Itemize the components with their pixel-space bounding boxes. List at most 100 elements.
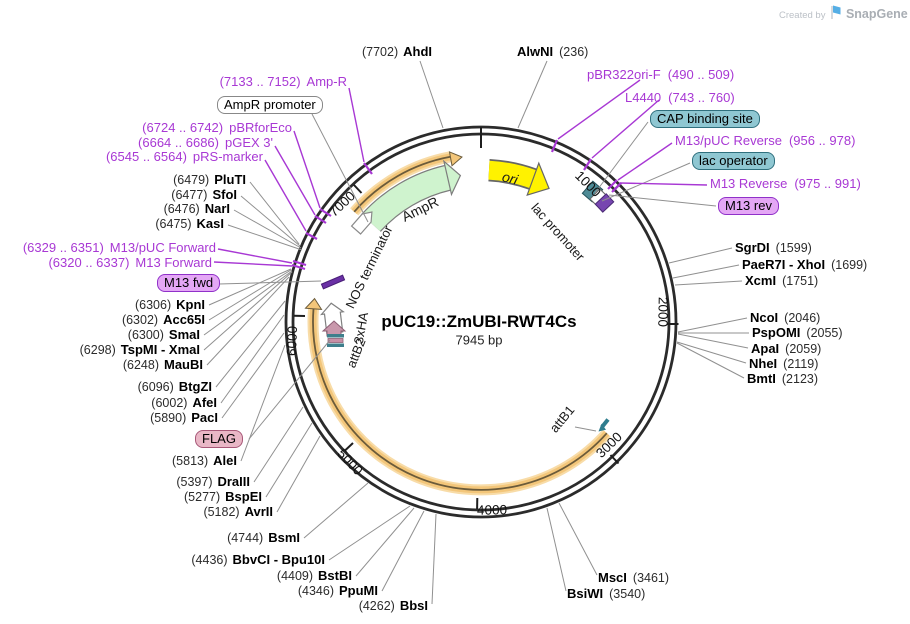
enzyme-label-sgrdi: SgrDI(1599) xyxy=(735,240,812,255)
primer-tick xyxy=(550,139,559,153)
leader-line xyxy=(677,317,748,333)
primer-label-pgex3: (6664 .. 6686)pGEX 3' xyxy=(138,135,273,150)
flag-box-label: FLAG xyxy=(195,430,243,448)
scale-label-6000: 6000 xyxy=(283,325,301,357)
flag-feature xyxy=(327,338,344,343)
primer-label-l4440: L4440(743 .. 760) xyxy=(625,90,735,105)
enzyme-label-bsmi: (4744)BsmI xyxy=(227,530,300,545)
primer-ticks xyxy=(291,139,622,271)
orf-arc-ampr xyxy=(350,151,463,216)
enzyme-label-pspomi: PspOMI(2055) xyxy=(752,325,843,340)
primer-tick xyxy=(291,263,306,271)
enzyme-label-paer7i-xhoi: PaeR7I - XhoI(1699) xyxy=(742,257,868,272)
enzyme-label-nari: (6476)NarI xyxy=(163,201,230,216)
leader-line xyxy=(233,209,302,249)
leader-line xyxy=(215,300,286,388)
enzyme-label-alwni: AlwNI(236) xyxy=(517,44,589,59)
primer-leader-line xyxy=(264,159,307,232)
enzyme-label-nhei: NheI(2119) xyxy=(749,356,819,371)
primer-tick xyxy=(611,182,622,193)
primer-leader-line xyxy=(619,182,708,186)
primer-tick xyxy=(305,232,318,240)
leader-line xyxy=(248,339,331,440)
ampr-gene-arrow xyxy=(361,159,462,233)
leader-line xyxy=(276,435,321,513)
orf-arc-main xyxy=(304,297,611,496)
primer-leader-line xyxy=(591,99,660,159)
leader-line xyxy=(419,60,444,129)
leader-line xyxy=(203,271,293,351)
enzyme-label-bbsi: (4262)BbsI xyxy=(358,598,428,613)
primer-tick xyxy=(314,215,327,224)
scale-label-4000: 4000 xyxy=(476,502,508,518)
primer-tick xyxy=(292,259,307,267)
enzyme-label-ppumi: (4346)PpuMI xyxy=(297,583,378,598)
leader-lines xyxy=(203,60,749,605)
m13-fwd-box-label: M13 fwd xyxy=(157,274,221,292)
leader-line xyxy=(220,314,285,404)
primer-label-prs-marker: (6545 .. 6564)pRS-marker xyxy=(105,149,263,164)
enzyme-label-bstbi: (4409)BstBI xyxy=(276,568,352,583)
enzyme-label-alei: (5813)AleI xyxy=(172,453,237,468)
primer-label-pbrforeco: (6724 .. 6742)pBRforEco xyxy=(142,120,292,135)
watermark: Created by SnapGene xyxy=(779,5,908,23)
enzyme-label-avrii: (5182)AvrII xyxy=(203,504,273,519)
ampr-promoter-box-label: AmpR promoter xyxy=(217,96,323,114)
primer-leader-line xyxy=(293,130,321,209)
enzyme-label-bmti: BmtI(2123) xyxy=(747,371,819,386)
leader-line xyxy=(594,121,649,194)
scale-label-2000: 2000 xyxy=(655,296,671,328)
primer-leader-lines xyxy=(213,79,708,267)
enzyme-label-xcmi: XcmI(1751) xyxy=(745,273,819,288)
leader-line xyxy=(265,422,313,498)
enzyme-label-paci: (5890)PacI xyxy=(150,410,218,425)
leader-line xyxy=(240,195,301,247)
leader-line xyxy=(674,280,743,286)
leader-line xyxy=(574,426,597,432)
scale-tick xyxy=(344,442,354,452)
created-by-text: Created by xyxy=(779,10,826,21)
enzyme-label-apai: ApaI(2059) xyxy=(751,341,822,356)
enzyme-label-pluti: (6479)PluTI xyxy=(173,172,246,187)
leader-line xyxy=(208,268,292,306)
orf-arrowhead xyxy=(448,151,463,167)
snapgene-logo-icon xyxy=(831,5,841,19)
leader-line xyxy=(668,247,733,264)
primer-leader-line xyxy=(217,248,293,264)
leader-line xyxy=(517,60,548,129)
leader-line xyxy=(431,513,437,605)
leader-line xyxy=(558,502,598,576)
enzyme-label-acc65i: (6302)Acc65I xyxy=(121,312,205,327)
leader-line xyxy=(303,482,369,539)
leader-line xyxy=(676,342,745,379)
enzyme-label-maubi: (6248)MauBI xyxy=(122,357,203,372)
ori-arrowhead xyxy=(526,161,550,197)
leader-line xyxy=(203,270,293,336)
primer-label-m13-reverse: M13 Reverse(975 .. 991) xyxy=(710,176,861,191)
leader-line xyxy=(240,344,286,462)
enzyme-label-ahdi: (7702)AhdI xyxy=(361,44,432,59)
enzyme-label-bspei: (5277)BspEI xyxy=(184,489,262,504)
primer-tick xyxy=(319,208,332,217)
primer-label-m13-puc-forward: (6329 .. 6351)M13/pUC Forward xyxy=(22,240,216,255)
primer-leader-line xyxy=(274,145,316,216)
enzyme-label-smai: (6300)SmaI xyxy=(127,327,200,342)
enzyme-label-draiii: (5397)DraIII xyxy=(176,474,250,489)
leader-line xyxy=(221,332,285,419)
ampr-arrowhead xyxy=(442,159,462,197)
plasmid-length: 7945 bp xyxy=(455,332,503,348)
primer-leader-line xyxy=(213,261,293,267)
leader-line xyxy=(208,269,292,321)
enzyme-label-bbvci-bpu10i: (4436)BbvCI - Bpu10I xyxy=(191,552,325,567)
primer-label-amp-r: (7133 .. 7152)Amp-R xyxy=(219,74,347,89)
leader-line xyxy=(608,194,717,207)
enzyme-label-ncoi: NcoI(2046) xyxy=(750,310,821,325)
primer-label-pbr322ori-f: pBR322ori-F(490 .. 509) xyxy=(587,67,735,82)
snapgene-brand-text: SnapGene xyxy=(845,7,908,21)
scale-ticks xyxy=(293,127,679,510)
ampr-promoter-arrow xyxy=(350,211,373,235)
attb2-flag-stack xyxy=(327,334,344,347)
lac-operator-box-label: lac operator xyxy=(692,152,775,170)
primer-leader-line xyxy=(348,87,365,163)
